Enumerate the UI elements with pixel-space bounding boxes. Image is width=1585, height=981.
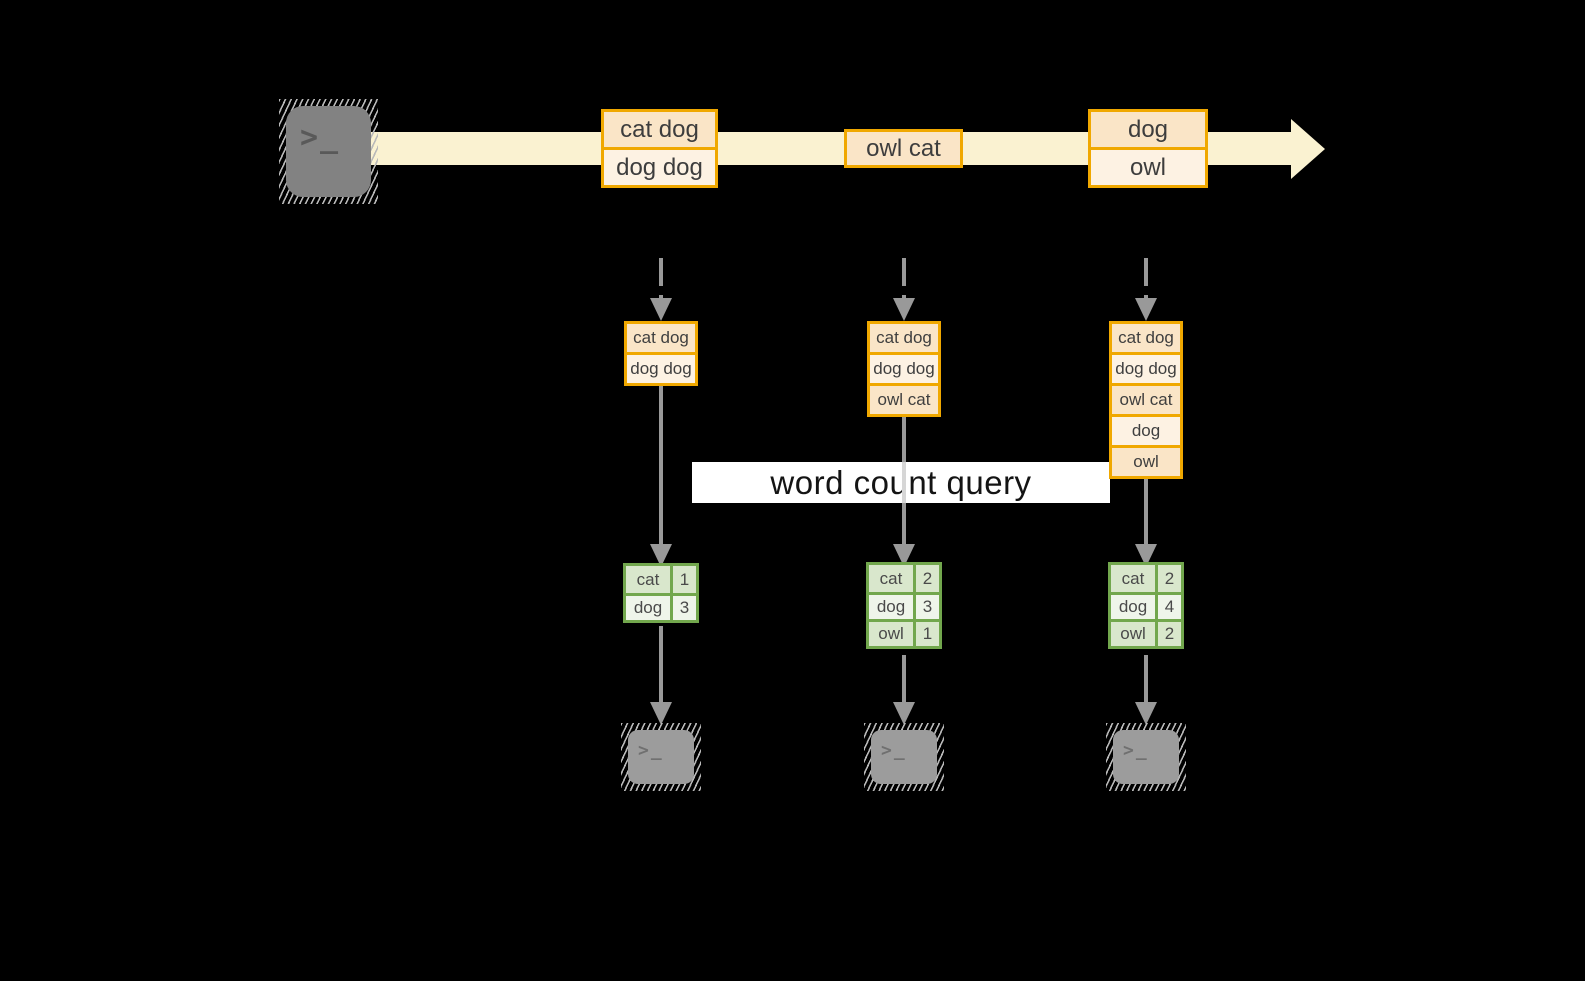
count-table-1: cat 1 dog 3 bbox=[623, 563, 699, 623]
stream-stack-3: cat dog dog dog owl cat dog owl bbox=[1109, 321, 1183, 479]
event-line: dog dog bbox=[604, 147, 715, 185]
arrow-down-icon bbox=[650, 298, 672, 321]
stream-item: cat dog bbox=[867, 321, 941, 355]
dashed-arrow-line bbox=[1144, 258, 1148, 300]
count-table-3: cat 2 dog 4 owl 2 bbox=[1108, 562, 1184, 649]
terminal-screen: >_ bbox=[286, 106, 371, 197]
sink-terminal-icon-2: >_ bbox=[864, 723, 944, 791]
terminal-prompt-icon: >_ bbox=[300, 120, 341, 155]
arrow-line bbox=[659, 386, 663, 546]
stream-stack-1: cat dog dog dog bbox=[624, 321, 698, 386]
count-row: owl 1 bbox=[869, 619, 939, 646]
timeline-event-box-1: cat dog dog dog bbox=[601, 109, 718, 188]
word-cell: cat bbox=[869, 565, 913, 592]
terminal-screen: >_ bbox=[1113, 730, 1179, 784]
word-cell: dog bbox=[869, 595, 913, 619]
word-cell: cat bbox=[626, 566, 670, 593]
arrow-down-icon bbox=[1135, 702, 1157, 725]
event-stream-arrowhead-icon bbox=[1291, 119, 1325, 179]
count-table-2: cat 2 dog 3 owl 1 bbox=[866, 562, 942, 649]
count-cell: 4 bbox=[1155, 595, 1181, 619]
stream-item: dog dog bbox=[867, 352, 941, 386]
count-row: cat 1 bbox=[626, 566, 696, 593]
count-row: dog 4 bbox=[1111, 592, 1181, 619]
count-cell: 3 bbox=[670, 596, 696, 620]
stream-item: owl cat bbox=[1109, 383, 1183, 417]
count-cell: 1 bbox=[670, 566, 696, 593]
word-cell: cat bbox=[1111, 565, 1155, 592]
word-cell: dog bbox=[1111, 595, 1155, 619]
arrow-down-icon bbox=[893, 544, 915, 567]
count-row: cat 2 bbox=[869, 565, 939, 592]
arrow-down-icon bbox=[893, 702, 915, 725]
arrow-line-through-banner bbox=[902, 462, 906, 503]
count-cell: 1 bbox=[913, 622, 939, 646]
stream-item: dog dog bbox=[624, 352, 698, 386]
dashed-arrow-line bbox=[902, 258, 906, 300]
event-line: owl cat bbox=[847, 132, 960, 165]
query-label: word count query bbox=[770, 463, 1032, 501]
word-cell: dog bbox=[626, 596, 670, 620]
arrow-down-icon bbox=[650, 544, 672, 567]
count-row: dog 3 bbox=[869, 592, 939, 619]
stream-stack-2: cat dog dog dog owl cat bbox=[867, 321, 941, 417]
terminal-prompt-icon: >_ bbox=[1123, 740, 1149, 761]
count-row: owl 2 bbox=[1111, 619, 1181, 646]
count-row: cat 2 bbox=[1111, 565, 1181, 592]
count-cell: 3 bbox=[913, 595, 939, 619]
stream-item: owl cat bbox=[867, 383, 941, 417]
arrow-down-icon bbox=[650, 702, 672, 725]
sink-terminal-icon-1: >_ bbox=[621, 723, 701, 791]
word-cell: owl bbox=[1111, 622, 1155, 646]
timeline-event-box-3: dog owl bbox=[1088, 109, 1208, 188]
stream-item: cat dog bbox=[1109, 321, 1183, 355]
event-line: dog bbox=[1091, 112, 1205, 147]
arrow-line bbox=[1144, 479, 1148, 546]
arrow-down-icon bbox=[1135, 298, 1157, 321]
timeline-event-box-2: owl cat bbox=[844, 129, 963, 168]
terminal-screen: >_ bbox=[628, 730, 694, 784]
stream-item: dog bbox=[1109, 414, 1183, 448]
terminal-prompt-icon: >_ bbox=[881, 740, 907, 761]
count-cell: 2 bbox=[1155, 565, 1181, 592]
arrow-down-icon bbox=[893, 298, 915, 321]
terminal-screen: >_ bbox=[871, 730, 937, 784]
event-line: cat dog bbox=[604, 112, 715, 147]
source-terminal-icon: >_ bbox=[279, 99, 378, 204]
stream-item: dog dog bbox=[1109, 352, 1183, 386]
arrow-line bbox=[659, 626, 663, 706]
event-line: owl bbox=[1091, 147, 1205, 185]
count-row: dog 3 bbox=[626, 593, 696, 620]
word-cell: owl bbox=[869, 622, 913, 646]
arrow-line bbox=[1144, 655, 1148, 706]
arrow-down-icon bbox=[1135, 544, 1157, 567]
arrow-line bbox=[902, 655, 906, 706]
dashed-arrow-line bbox=[659, 258, 663, 300]
stream-item: cat dog bbox=[624, 321, 698, 355]
query-banner: word count query bbox=[692, 462, 1110, 503]
stream-item: owl bbox=[1109, 445, 1183, 479]
count-cell: 2 bbox=[1155, 622, 1181, 646]
sink-terminal-icon-3: >_ bbox=[1106, 723, 1186, 791]
terminal-prompt-icon: >_ bbox=[638, 740, 664, 761]
count-cell: 2 bbox=[913, 565, 939, 592]
